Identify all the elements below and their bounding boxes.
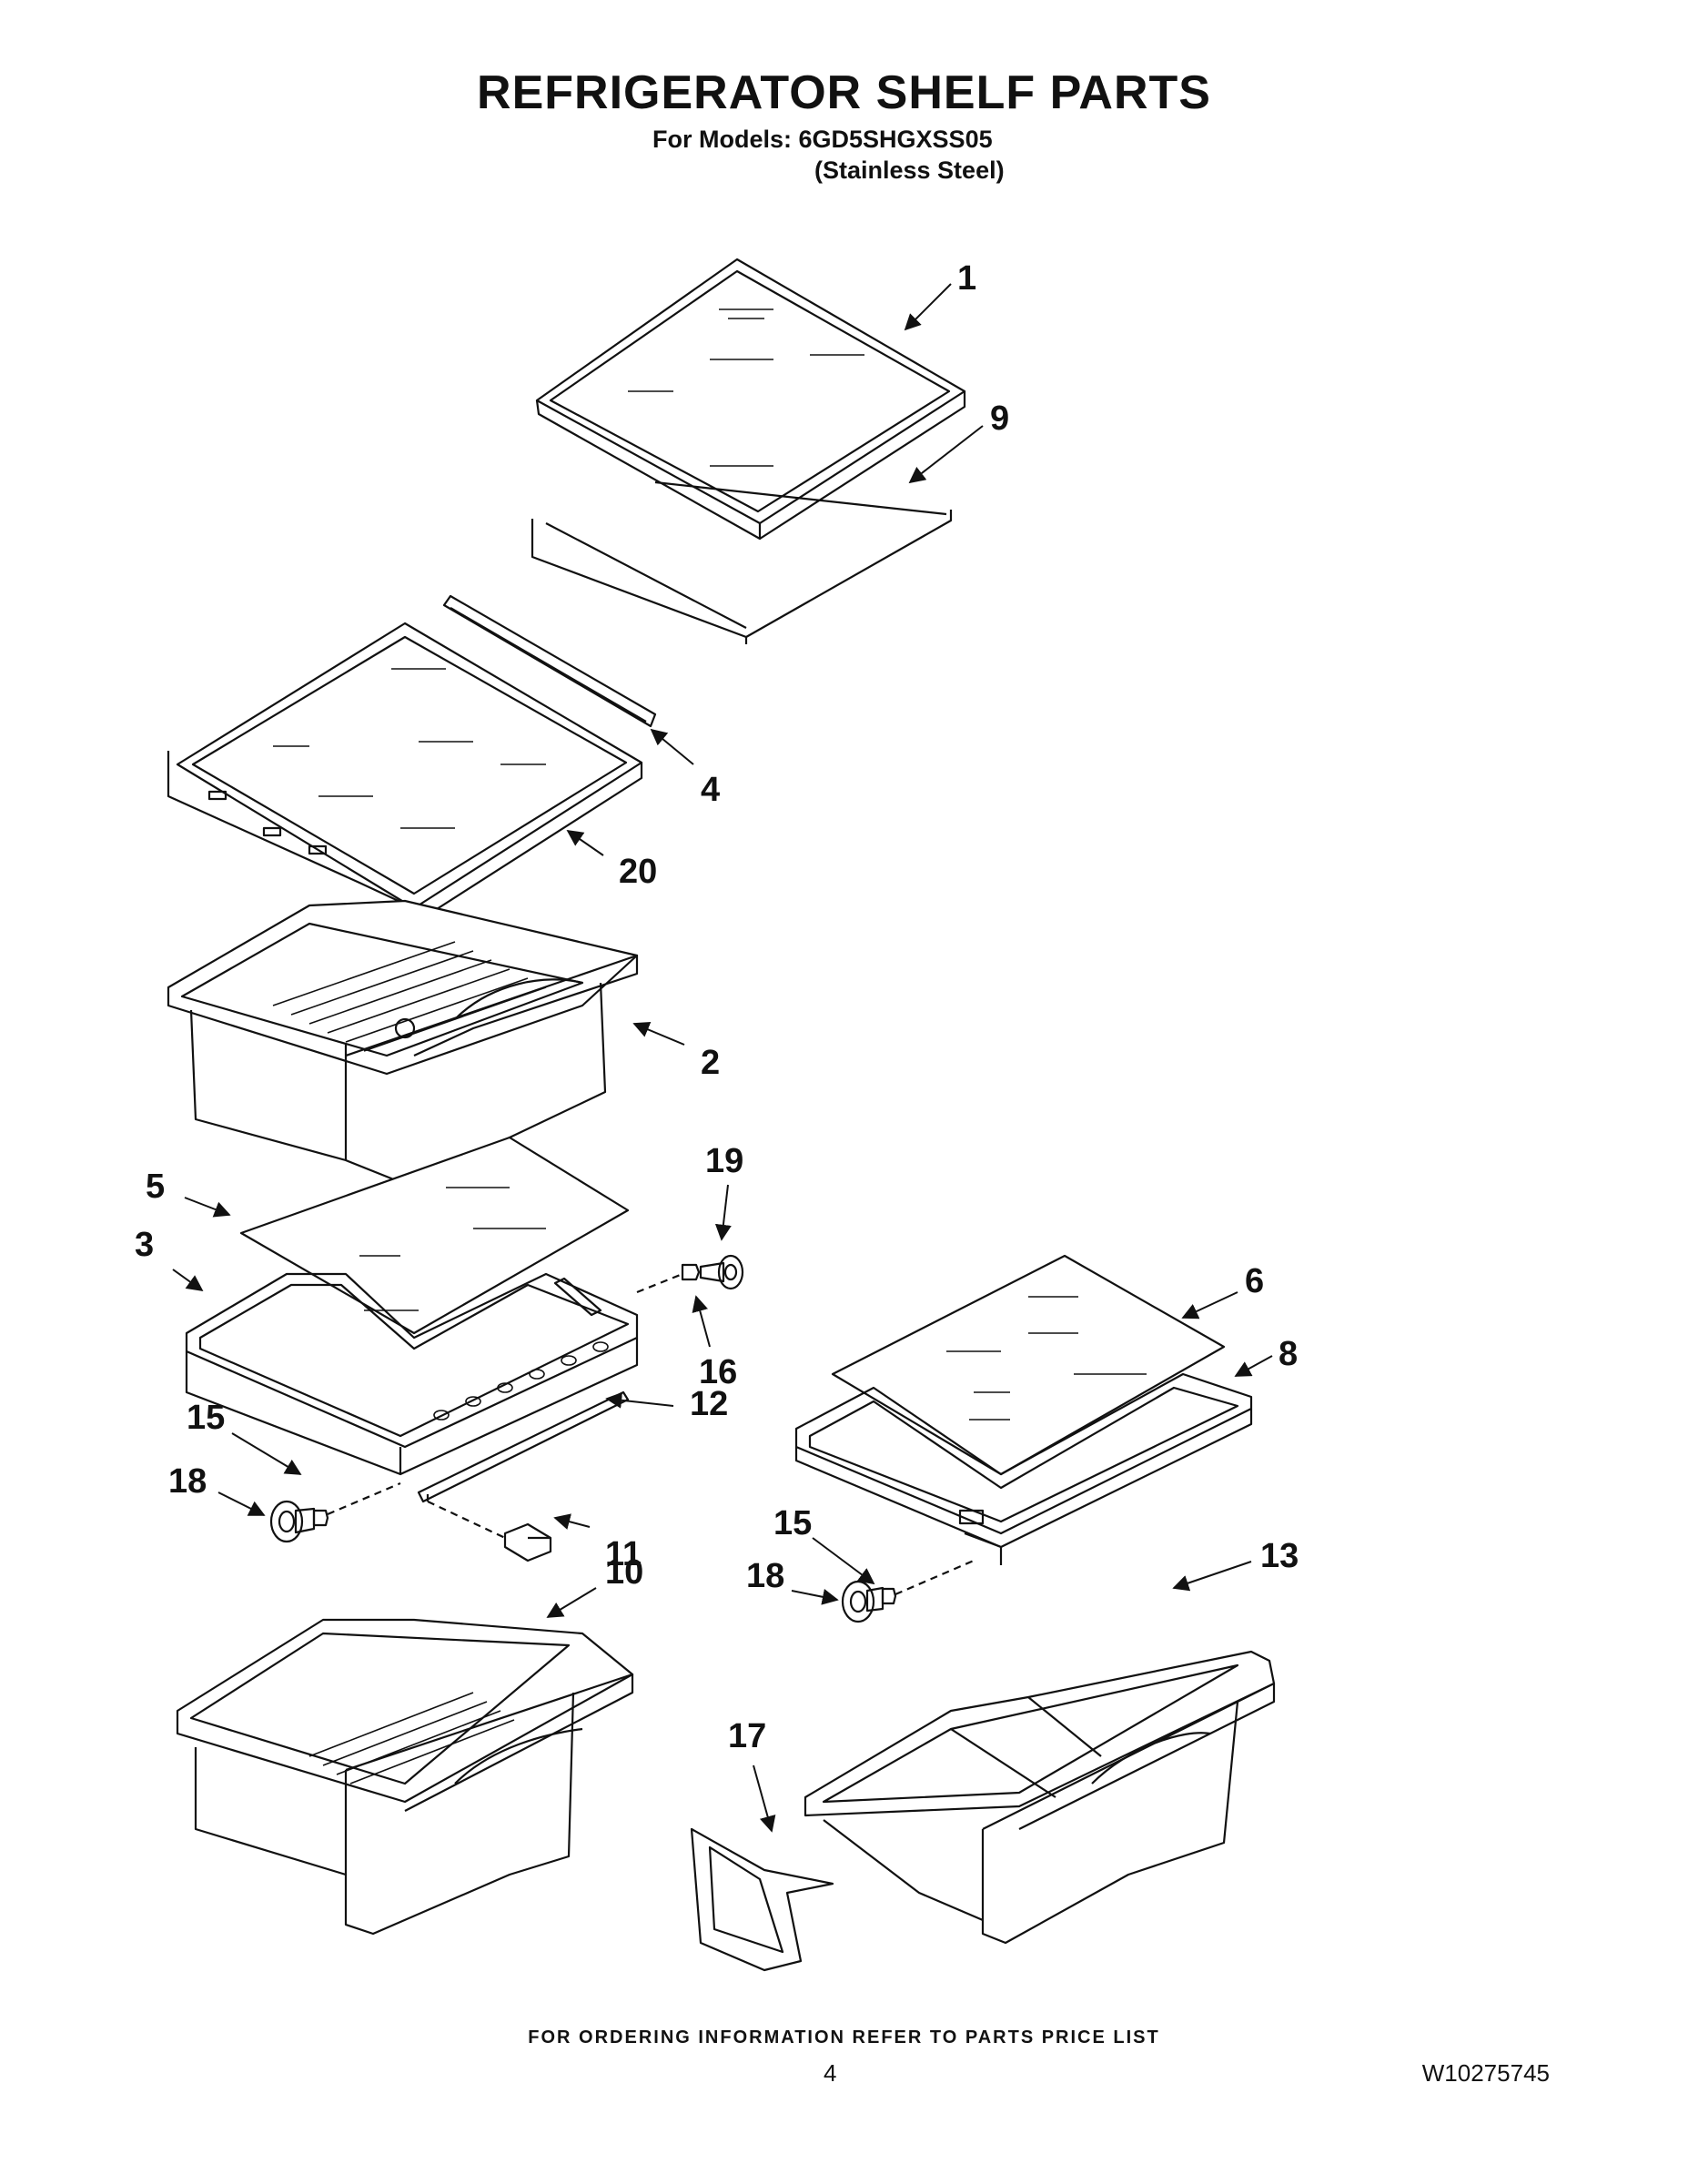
part-5-crisper-glass — [239, 1136, 630, 1335]
part-9-shelf-frame — [531, 480, 953, 644]
part-4-side-rail — [442, 594, 657, 728]
ordering-note: FOR ORDERING INFORMATION REFER TO PARTS … — [528, 2027, 1160, 2048]
models-line: For Models: 6GD5SHGXSS05 — [652, 126, 993, 153]
document-number: W10275745 — [1421, 2059, 1550, 2087]
callout-9: 9 — [990, 399, 1009, 438]
part-6-glass — [831, 1254, 1226, 1476]
part-19-wheel — [699, 1254, 744, 1290]
callout-11: 11 — [605, 1535, 642, 1573]
callout-6: 6 — [1245, 1262, 1264, 1300]
part-15-screw-right — [881, 1559, 975, 1605]
callout-18b: 18 — [746, 1557, 784, 1595]
part-15-screw-left — [312, 1481, 401, 1527]
variant-line: (Stainless Steel) — [814, 157, 1005, 184]
part-11-clip — [503, 1522, 552, 1562]
model-info: For Models: 6GD5SHGXSS05 (Stainless Stee… — [652, 124, 1005, 186]
leader-arrows — [172, 283, 1273, 1833]
callout-10: 10 — [605, 1553, 643, 1592]
callout-15a: 15 — [187, 1399, 225, 1437]
callout-2: 2 — [701, 1044, 720, 1082]
callout-5: 5 — [146, 1168, 165, 1206]
part-2-crisper-drawer — [167, 899, 639, 1189]
callout-labels: 1 9 4 20 2 19 5 3 16 12 15 18 11 10 6 8 … — [135, 259, 1299, 1755]
callout-3: 3 — [135, 1226, 154, 1264]
part-18-wheel-left — [269, 1500, 316, 1543]
callout-16: 16 — [699, 1353, 737, 1391]
part-8-cover-frame — [794, 1372, 1253, 1565]
callout-15b: 15 — [773, 1504, 812, 1542]
callout-18a: 18 — [168, 1462, 207, 1501]
callout-13: 13 — [1260, 1537, 1299, 1575]
callout-17: 17 — [728, 1717, 766, 1755]
callout-8: 8 — [1279, 1335, 1298, 1373]
callout-1: 1 — [957, 259, 976, 298]
callout-4: 4 — [701, 771, 720, 809]
part-18-wheel-right — [841, 1580, 884, 1623]
callout-19: 19 — [705, 1142, 743, 1180]
part-13-drawer — [804, 1650, 1276, 1945]
page-number: 4 — [824, 2059, 837, 2087]
part-10-drawer — [176, 1618, 634, 1936]
part-1-glass-shelf — [535, 258, 966, 541]
part-20-shelf-assembly — [167, 622, 643, 925]
part-12-rail — [417, 1390, 630, 1503]
callout-12: 12 — [690, 1385, 728, 1423]
part-17-label-card — [690, 1827, 834, 1972]
part-3-crisper-cover-frame — [185, 1272, 639, 1476]
part-16-screw — [636, 1263, 701, 1294]
callout-20: 20 — [619, 853, 657, 891]
page-title: REFRIGERATOR SHELF PARTS — [477, 66, 1211, 119]
